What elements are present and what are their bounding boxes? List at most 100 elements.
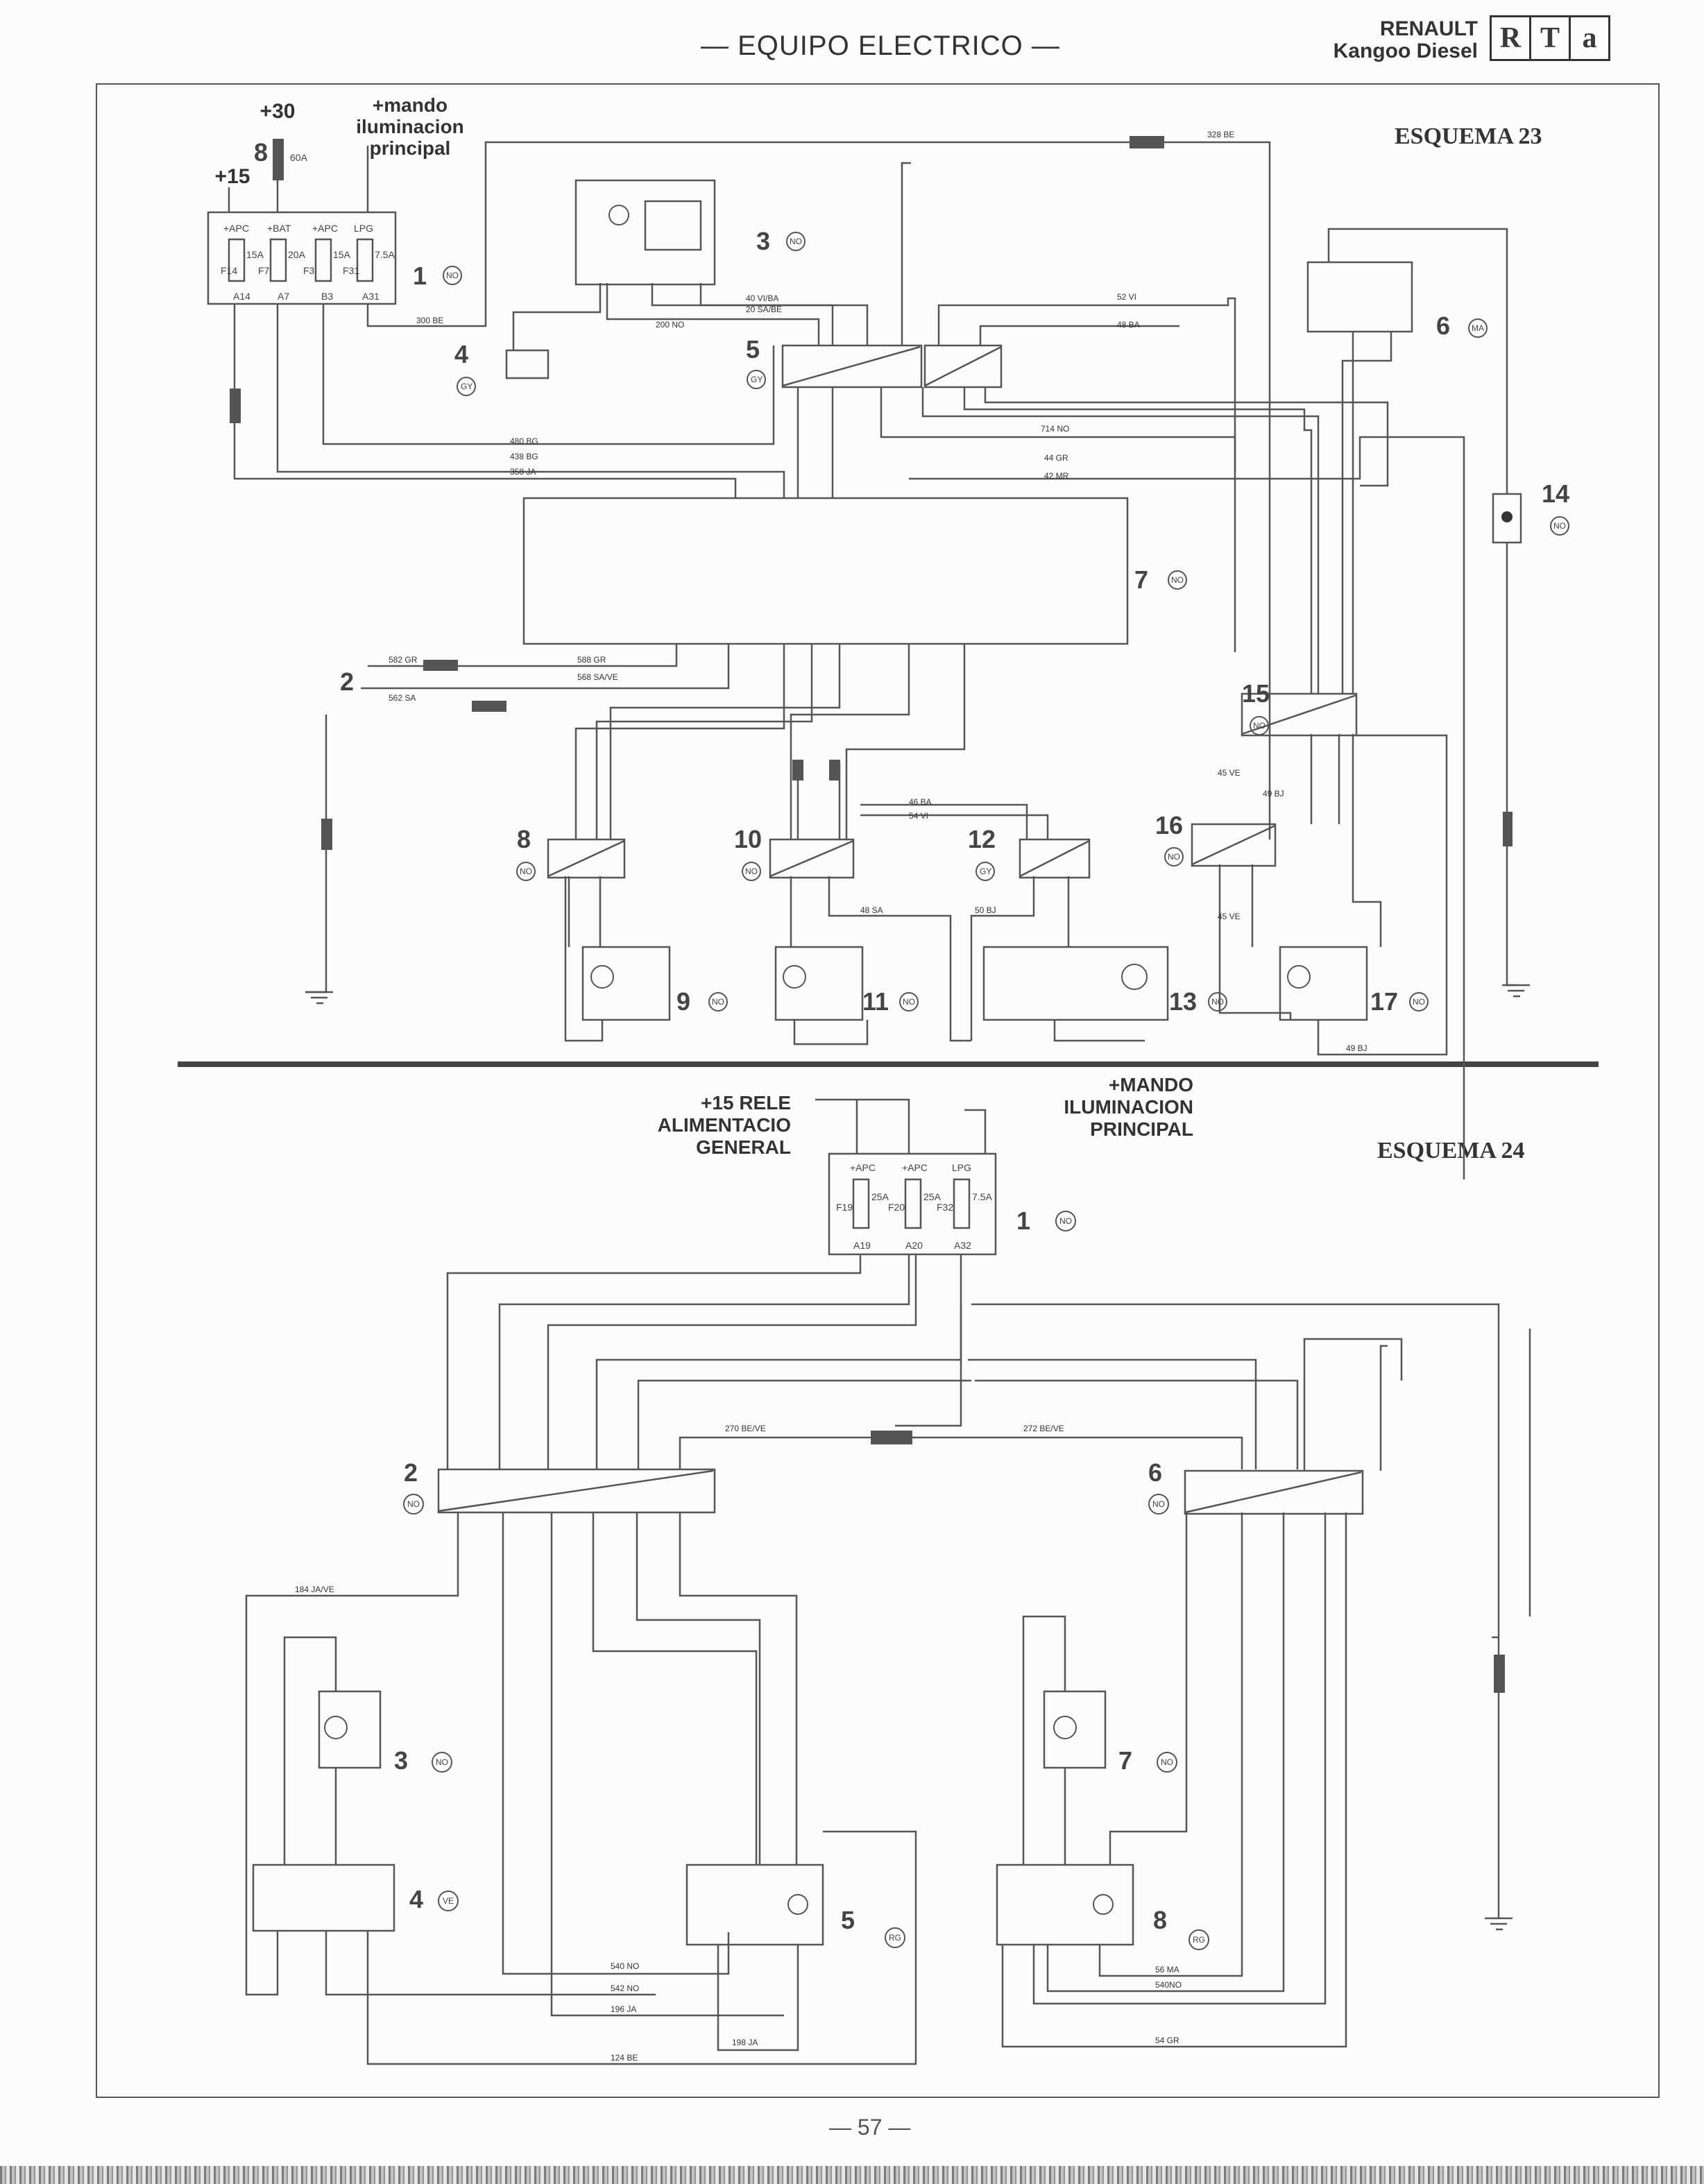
- e23-code-9: [708, 992, 728, 1012]
- e23-code-12: [975, 862, 995, 881]
- e23-comp3-lamp: [608, 205, 629, 225]
- e24-fusebox: +APC +APC LPG F19 F20 F32 25A 25A 7.5A A…: [828, 1152, 997, 1256]
- e23-code-16-text: NO: [1168, 852, 1180, 862]
- e23-comp5-box: [781, 344, 923, 389]
- e23-code-15: [1250, 716, 1269, 735]
- e24-motor3-icon: [324, 1716, 348, 1739]
- e23-num-7: 7: [1134, 565, 1148, 594]
- e23-code-3: [786, 232, 806, 251]
- e23-wire-562: 562 SA: [389, 693, 416, 703]
- e24-fuse-f20: [904, 1178, 922, 1229]
- e23-comp17-box: [1279, 946, 1368, 1021]
- mando-line1: +mando: [372, 94, 448, 116]
- e23-wire-588: 588 GR: [577, 655, 606, 665]
- e23-fuse-amp-3: 7.5A: [375, 249, 395, 260]
- e23-fuse-pin-3: A31: [362, 291, 380, 302]
- e24-code-4-text: VE: [443, 1896, 454, 1906]
- e23-code-13: [1208, 992, 1227, 1012]
- e23-wire-358: 358 JA: [510, 467, 536, 477]
- e24-fuse-top-2: LPG: [952, 1162, 971, 1173]
- e23-fuse-f3: [314, 238, 332, 282]
- e23-code-11-text: NO: [903, 997, 915, 1007]
- e23-code-7-text: NO: [1171, 575, 1184, 585]
- e24-connector-6: [1184, 1469, 1364, 1515]
- e23-wire-714: 714 NO: [1041, 424, 1069, 434]
- rele-label: +15 RELE ALIMENTACIO GENERAL: [624, 1092, 791, 1159]
- e24-wire-124: 124 BE: [611, 2053, 638, 2063]
- e24-fuse-f32: [953, 1178, 971, 1229]
- e23-wire-480: 480 BG: [510, 436, 538, 446]
- e23-fuse-pin-0: A14: [233, 291, 250, 302]
- e23-num-4: 4: [454, 340, 468, 368]
- e23-code-13-text: NO: [1211, 997, 1224, 1007]
- e24-wire-542: 542 NO: [611, 1983, 639, 1993]
- e24-code-6-text: NO: [1152, 1499, 1165, 1509]
- e24-num-7: 7: [1118, 1746, 1132, 1775]
- e23-wire-54vi: 54 VI: [909, 811, 928, 821]
- e23-comp6-box: [1306, 261, 1413, 333]
- e23-code-1-text: NO: [446, 271, 459, 280]
- mando24-line1: +MANDO: [1108, 1074, 1193, 1095]
- e23-fuse-f7: [269, 238, 287, 282]
- e24-fuse-pin-2: A32: [954, 1240, 971, 1251]
- e23-code-14-text: NO: [1553, 521, 1566, 531]
- rele-line1: +15 RELE: [701, 1092, 791, 1114]
- e23-fuse-top-3: LPG: [354, 223, 373, 234]
- e23-fuse-top-1: +BAT: [267, 223, 291, 234]
- e23-comp14-dot: [1501, 511, 1513, 522]
- e24-code-5-text: RG: [889, 1933, 901, 1943]
- e24-motor3-box: [318, 1690, 382, 1769]
- e23-fuse-name-1: F7: [258, 265, 270, 276]
- e23-code-5: [747, 370, 766, 389]
- e24-code-2-text: NO: [407, 1499, 420, 1509]
- e24-code-5: [885, 1927, 905, 1948]
- e23-code-8-text: NO: [520, 867, 532, 876]
- e23-ground-1: [305, 991, 333, 1005]
- e23-comp12-box: [1019, 838, 1091, 879]
- e24-wire-196: 196 JA: [611, 2004, 636, 2014]
- e23-wire-45ve-b: 45 VE: [1218, 912, 1241, 921]
- e23-code-4: [457, 377, 476, 396]
- e23-wire-200: 200 NO: [656, 320, 684, 330]
- e23-comp3-switch: [644, 200, 702, 251]
- e24-code-8-text: RG: [1193, 1935, 1205, 1945]
- e24-code-4: [438, 1891, 459, 1911]
- mando-line3: principal: [369, 137, 451, 159]
- e24-code-1-text: NO: [1059, 1216, 1072, 1226]
- e24-code-8: [1188, 1929, 1209, 1950]
- rele-line3: GENERAL: [696, 1136, 791, 1158]
- e23-num-8: 8: [517, 825, 531, 853]
- e24-wire-54gr: 54 GR: [1155, 2036, 1179, 2045]
- mando24-line2: ILUMINACION: [1064, 1096, 1193, 1118]
- e23-fuse-f14: [228, 238, 246, 282]
- e23-wire-48sa: 48 SA: [860, 905, 883, 915]
- e23-wire-42: 42 MR: [1044, 471, 1069, 481]
- e23-num-9: 9: [676, 987, 690, 1016]
- e24-connector-2: [437, 1468, 716, 1514]
- e23-code-5-text: GY: [751, 375, 762, 384]
- e23-code-11: [899, 992, 919, 1012]
- e24-num-3: 3: [394, 1746, 408, 1775]
- e23-fuse-f31: [356, 238, 374, 282]
- e23-wire-20: 20 SA/BE: [746, 305, 782, 314]
- e23-code-8: [516, 862, 536, 881]
- e24-wire-272: 272 BE/VE: [1023, 1424, 1064, 1433]
- e23-fuse-name-3: F31: [343, 265, 359, 276]
- scan-edge: [0, 2166, 1704, 2184]
- e23-fuse-top-0: +APC: [223, 223, 249, 234]
- diagram-frame: [96, 83, 1660, 2098]
- e23-code-1: [443, 266, 462, 285]
- e23-wire-49bj: 49 BJ: [1263, 789, 1284, 799]
- e23-motor17-icon: [1287, 965, 1311, 989]
- e23-wire-48: 48 BA: [1117, 320, 1140, 330]
- e23-wire-438: 438 BG: [510, 452, 538, 461]
- e23-num-14: 14: [1542, 479, 1569, 508]
- e23-code-10: [742, 862, 761, 881]
- e24-wire-56ma: 56 MA: [1155, 1965, 1179, 1974]
- e23-comp13-box: [982, 946, 1169, 1021]
- e23-comp5b-box: [923, 344, 1003, 389]
- logo-letter-r: R: [1490, 15, 1531, 61]
- e23-wire-582: 582 GR: [389, 655, 418, 665]
- e24-code-3: [432, 1752, 452, 1773]
